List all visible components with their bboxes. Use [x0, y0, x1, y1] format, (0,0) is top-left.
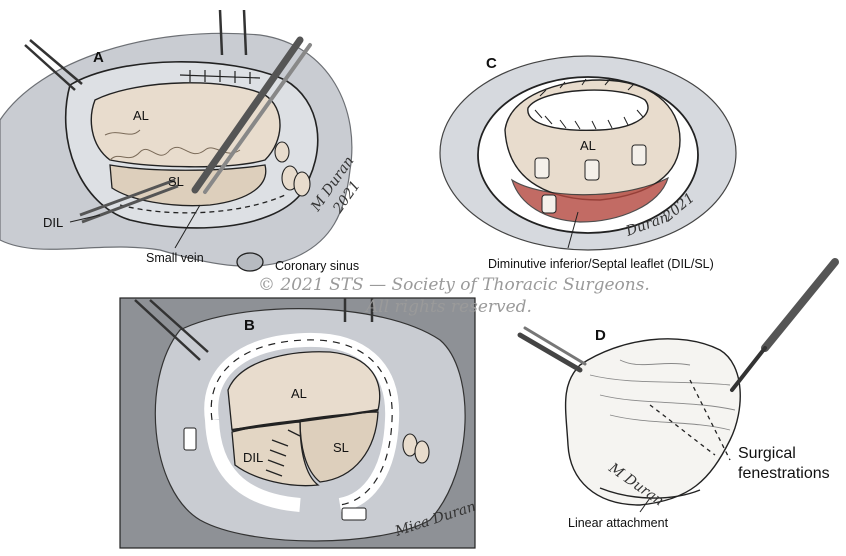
panel-a-anterior-leaflet [90, 82, 281, 168]
panel-d-forceps [517, 326, 587, 373]
panel-d-callout-surgical: Surgical [738, 445, 796, 462]
panel-b-label-dil: DIL [243, 450, 263, 465]
panel-b-retractor [134, 299, 209, 361]
panel-c-fenestration-patch [527, 89, 649, 132]
panel-c-letter: C [486, 55, 497, 72]
panel-d-callout-fenestrations: fenestrations [738, 465, 830, 482]
panel-a: A AL SL DIL Small vein Coronary sinus M … [0, 9, 364, 273]
panel-d-scalpel [730, 258, 839, 392]
panel-b-plication-sutures [265, 429, 301, 477]
panel-d-leaflet-folds [589, 359, 736, 431]
panel-a-letter: A [93, 49, 104, 66]
panel-b-letter: B [244, 317, 255, 334]
panel-c: C AL Diminutive inferior/Septal leaflet … [439, 55, 737, 271]
watermark-line-1: © 2021 STS — Society of Thoracic Surgeon… [258, 275, 650, 295]
panel-a-leaflet-folds [104, 129, 241, 161]
panel-b-pledget-bottom [341, 507, 367, 521]
panel-c-caption: Diminutive inferior/Septal leaflet (DIL/… [488, 257, 714, 271]
panel-a-suture-line [179, 70, 261, 84]
panel-b-label-sl: SL [333, 440, 349, 455]
panel-d-leaflet [564, 338, 741, 506]
panel-c-patch-sutures [534, 78, 644, 130]
panel-b-commissure-line [231, 408, 379, 432]
panel-d-attachment-line [599, 487, 701, 499]
panel-d-fenestration-line-2 [649, 404, 716, 456]
panel-c-caption-pointer [567, 211, 579, 249]
panel-a-coronary-sinus [236, 252, 264, 272]
panel-a-label-al: AL [133, 108, 149, 123]
panel-b: B AL SL DIL Mica Duran [119, 297, 478, 549]
panel-b-label-al: AL [291, 386, 307, 401]
panel-a-dashed-line [119, 194, 286, 214]
panel-d: D Surgical fenestrations Linear attachme… [517, 258, 839, 530]
panel-c-pledget-sutures [534, 144, 647, 214]
panel-a-callout-small-vein: Small vein [146, 251, 204, 265]
panel-b-ring-outline [210, 339, 393, 506]
panel-a-dil-pointer [69, 214, 101, 223]
panel-b-pledget-sutures [402, 433, 430, 464]
panel-b-anterior-leaflet [227, 351, 381, 431]
panel-a-vein-pointer [174, 204, 201, 249]
panel-d-attachment-pointer [639, 497, 651, 513]
panel-a-forceps [79, 36, 312, 224]
panel-a-label-sl: SL [168, 174, 184, 189]
panel-a-label-dil: DIL [43, 215, 63, 230]
panel-a-callout-coronary-sinus: Coronary sinus [275, 259, 359, 273]
panel-d-callout-linear-attachment: Linear attachment [568, 516, 669, 530]
panel-a-retractor-left [24, 39, 83, 91]
panel-c-label-al: AL [580, 138, 596, 153]
panel-d-fenestration-line-1 [689, 379, 731, 461]
panel-a-retractor-top [218, 9, 248, 56]
panel-b-retractor-top [343, 298, 374, 322]
panel-b-pledget-left [183, 427, 197, 451]
panel-d-letter: D [595, 327, 606, 344]
copyright-watermark: © 2021 STS — Society of Thoracic Surgeon… [258, 275, 650, 317]
panel-a-pledget-sutures [274, 141, 311, 197]
watermark-line-2: All rights reserved. [364, 297, 532, 317]
